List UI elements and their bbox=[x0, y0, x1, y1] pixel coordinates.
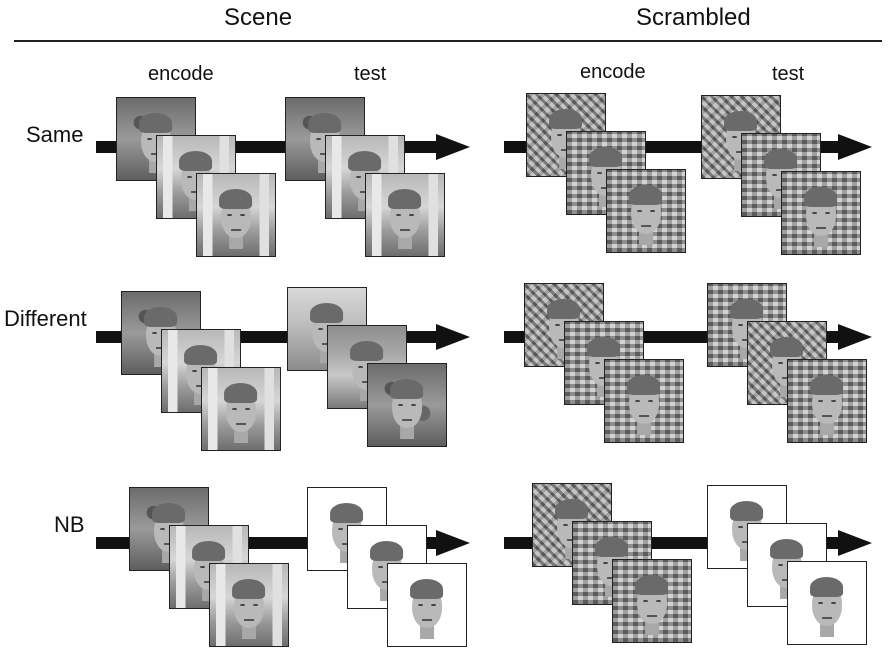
header-divider bbox=[14, 40, 882, 42]
row-label-different: Different bbox=[4, 306, 87, 331]
row-label-same: Same bbox=[26, 122, 84, 147]
header-scene: Scene bbox=[224, 4, 293, 31]
row-label-nb: NB bbox=[54, 512, 85, 537]
face-image-scene-diff-encode-3 bbox=[201, 367, 281, 451]
face-image-scene-same-encode-3 bbox=[196, 173, 276, 257]
face-image-scr-nb-test-3 bbox=[787, 561, 867, 645]
face-image-scr-nb-encode-3 bbox=[612, 559, 692, 643]
scrambled-test-label: test bbox=[772, 63, 805, 85]
face-image-scene-nb-encode-3 bbox=[209, 563, 289, 647]
face-image-scr-diff-test-3 bbox=[787, 359, 867, 443]
scene-encode-label: encode bbox=[148, 63, 214, 85]
header-scrambled: Scrambled bbox=[636, 4, 751, 31]
face-image-scr-diff-encode-3 bbox=[604, 359, 684, 443]
face-image-scr-same-encode-3 bbox=[606, 169, 686, 253]
face-image-scene-nb-test-3 bbox=[387, 563, 467, 647]
face-image-scene-same-test-3 bbox=[365, 173, 445, 257]
face-image-scene-diff-test-3 bbox=[367, 363, 447, 447]
scene-test-label: test bbox=[354, 63, 387, 85]
face-image-scr-same-test-3 bbox=[781, 171, 861, 255]
scrambled-encode-label: encode bbox=[580, 61, 646, 83]
